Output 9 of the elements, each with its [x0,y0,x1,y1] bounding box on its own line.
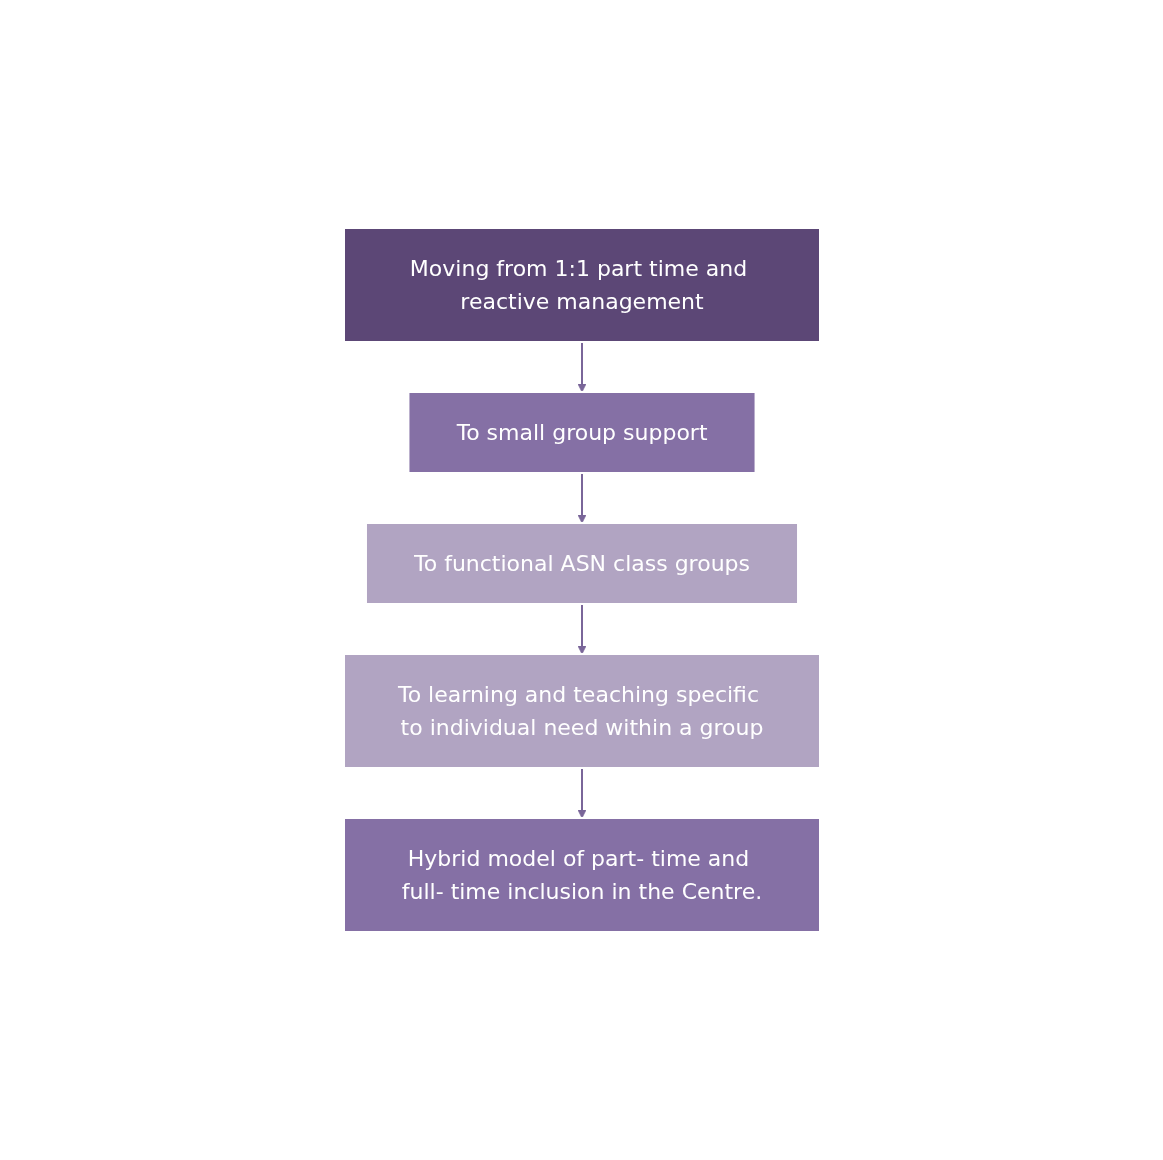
arrow [577,603,586,655]
node-box: To functional ASN class groups [364,522,799,605]
arrow [577,341,586,393]
node-box: To small group support [406,391,757,474]
arrow [577,472,586,524]
node-box: Hybrid model of part- time and full- time inclusion in the Centre. [342,817,821,933]
node-box: To learning and teaching specific to individual need within a group [342,653,821,769]
arrow [577,767,586,819]
node-box: Moving from 1:1 part time and reactive management [342,227,821,343]
